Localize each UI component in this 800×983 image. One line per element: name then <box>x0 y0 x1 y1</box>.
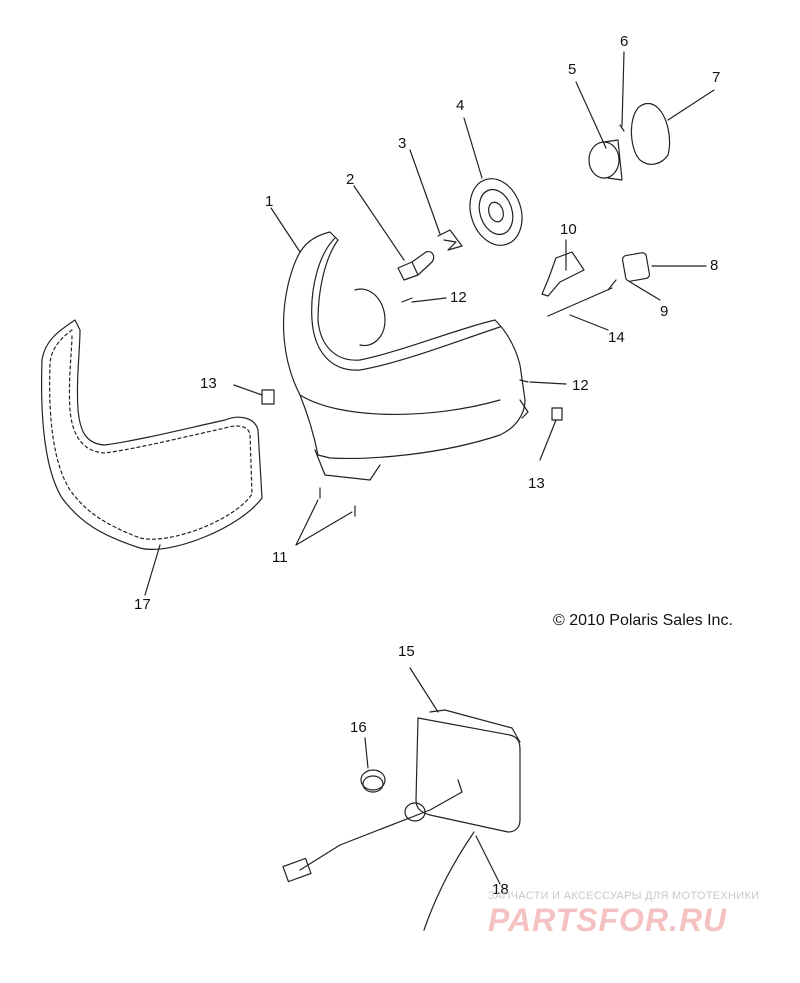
callout-16: 16 <box>350 719 367 736</box>
callout-13-right: 13 <box>528 475 545 492</box>
module-box <box>415 709 521 833</box>
callout-4: 4 <box>456 97 465 114</box>
screw-6 <box>619 124 625 132</box>
screw-12-upper <box>401 297 413 303</box>
bracket <box>541 251 585 297</box>
callout-18: 18 <box>492 881 509 898</box>
headlight-housing <box>282 231 529 481</box>
lamp <box>588 139 623 181</box>
callout-1: 1 <box>265 193 274 210</box>
headlight-seal <box>41 319 263 550</box>
callout-10: 10 <box>560 221 577 238</box>
watermark-logo: PARTSFOR.RU <box>488 902 728 938</box>
callout-14: 14 <box>608 329 625 346</box>
nut-13-left <box>261 389 275 405</box>
callout-3: 3 <box>398 135 407 152</box>
callout-8: 8 <box>710 257 719 274</box>
nut-13-right <box>551 407 563 421</box>
callout-2: 2 <box>346 171 355 188</box>
lamp-gasket <box>630 102 671 165</box>
callout-5: 5 <box>568 61 577 78</box>
callout-6: 6 <box>620 33 629 50</box>
callout-7: 7 <box>712 69 721 86</box>
copyright-notice: © 2010 Polaris Sales Inc. <box>553 612 733 629</box>
callout-15: 15 <box>398 643 415 660</box>
callout-9: 9 <box>660 303 669 320</box>
callout-13-left: 13 <box>200 375 217 392</box>
dust-cover <box>469 178 523 246</box>
wiring-harness <box>282 779 463 883</box>
watermark-tagline: ЗАПЧАСТИ И АКСЕССУАРЫ ДЛЯ МОТОТЕХНИКИ <box>488 890 760 902</box>
adjuster-rod <box>547 287 613 317</box>
bulb <box>397 251 435 281</box>
spring-clip <box>437 229 463 251</box>
grommet <box>360 769 386 793</box>
screw-12-lower <box>519 379 529 383</box>
leader-lines <box>144 51 715 885</box>
cable-tie <box>423 831 475 931</box>
adjuster-knob <box>607 252 651 291</box>
callout-17: 17 <box>134 596 151 613</box>
callout-12-lower: 12 <box>572 377 589 394</box>
callout-12-upper: 12 <box>450 289 467 306</box>
callout-11: 11 <box>272 549 288 566</box>
